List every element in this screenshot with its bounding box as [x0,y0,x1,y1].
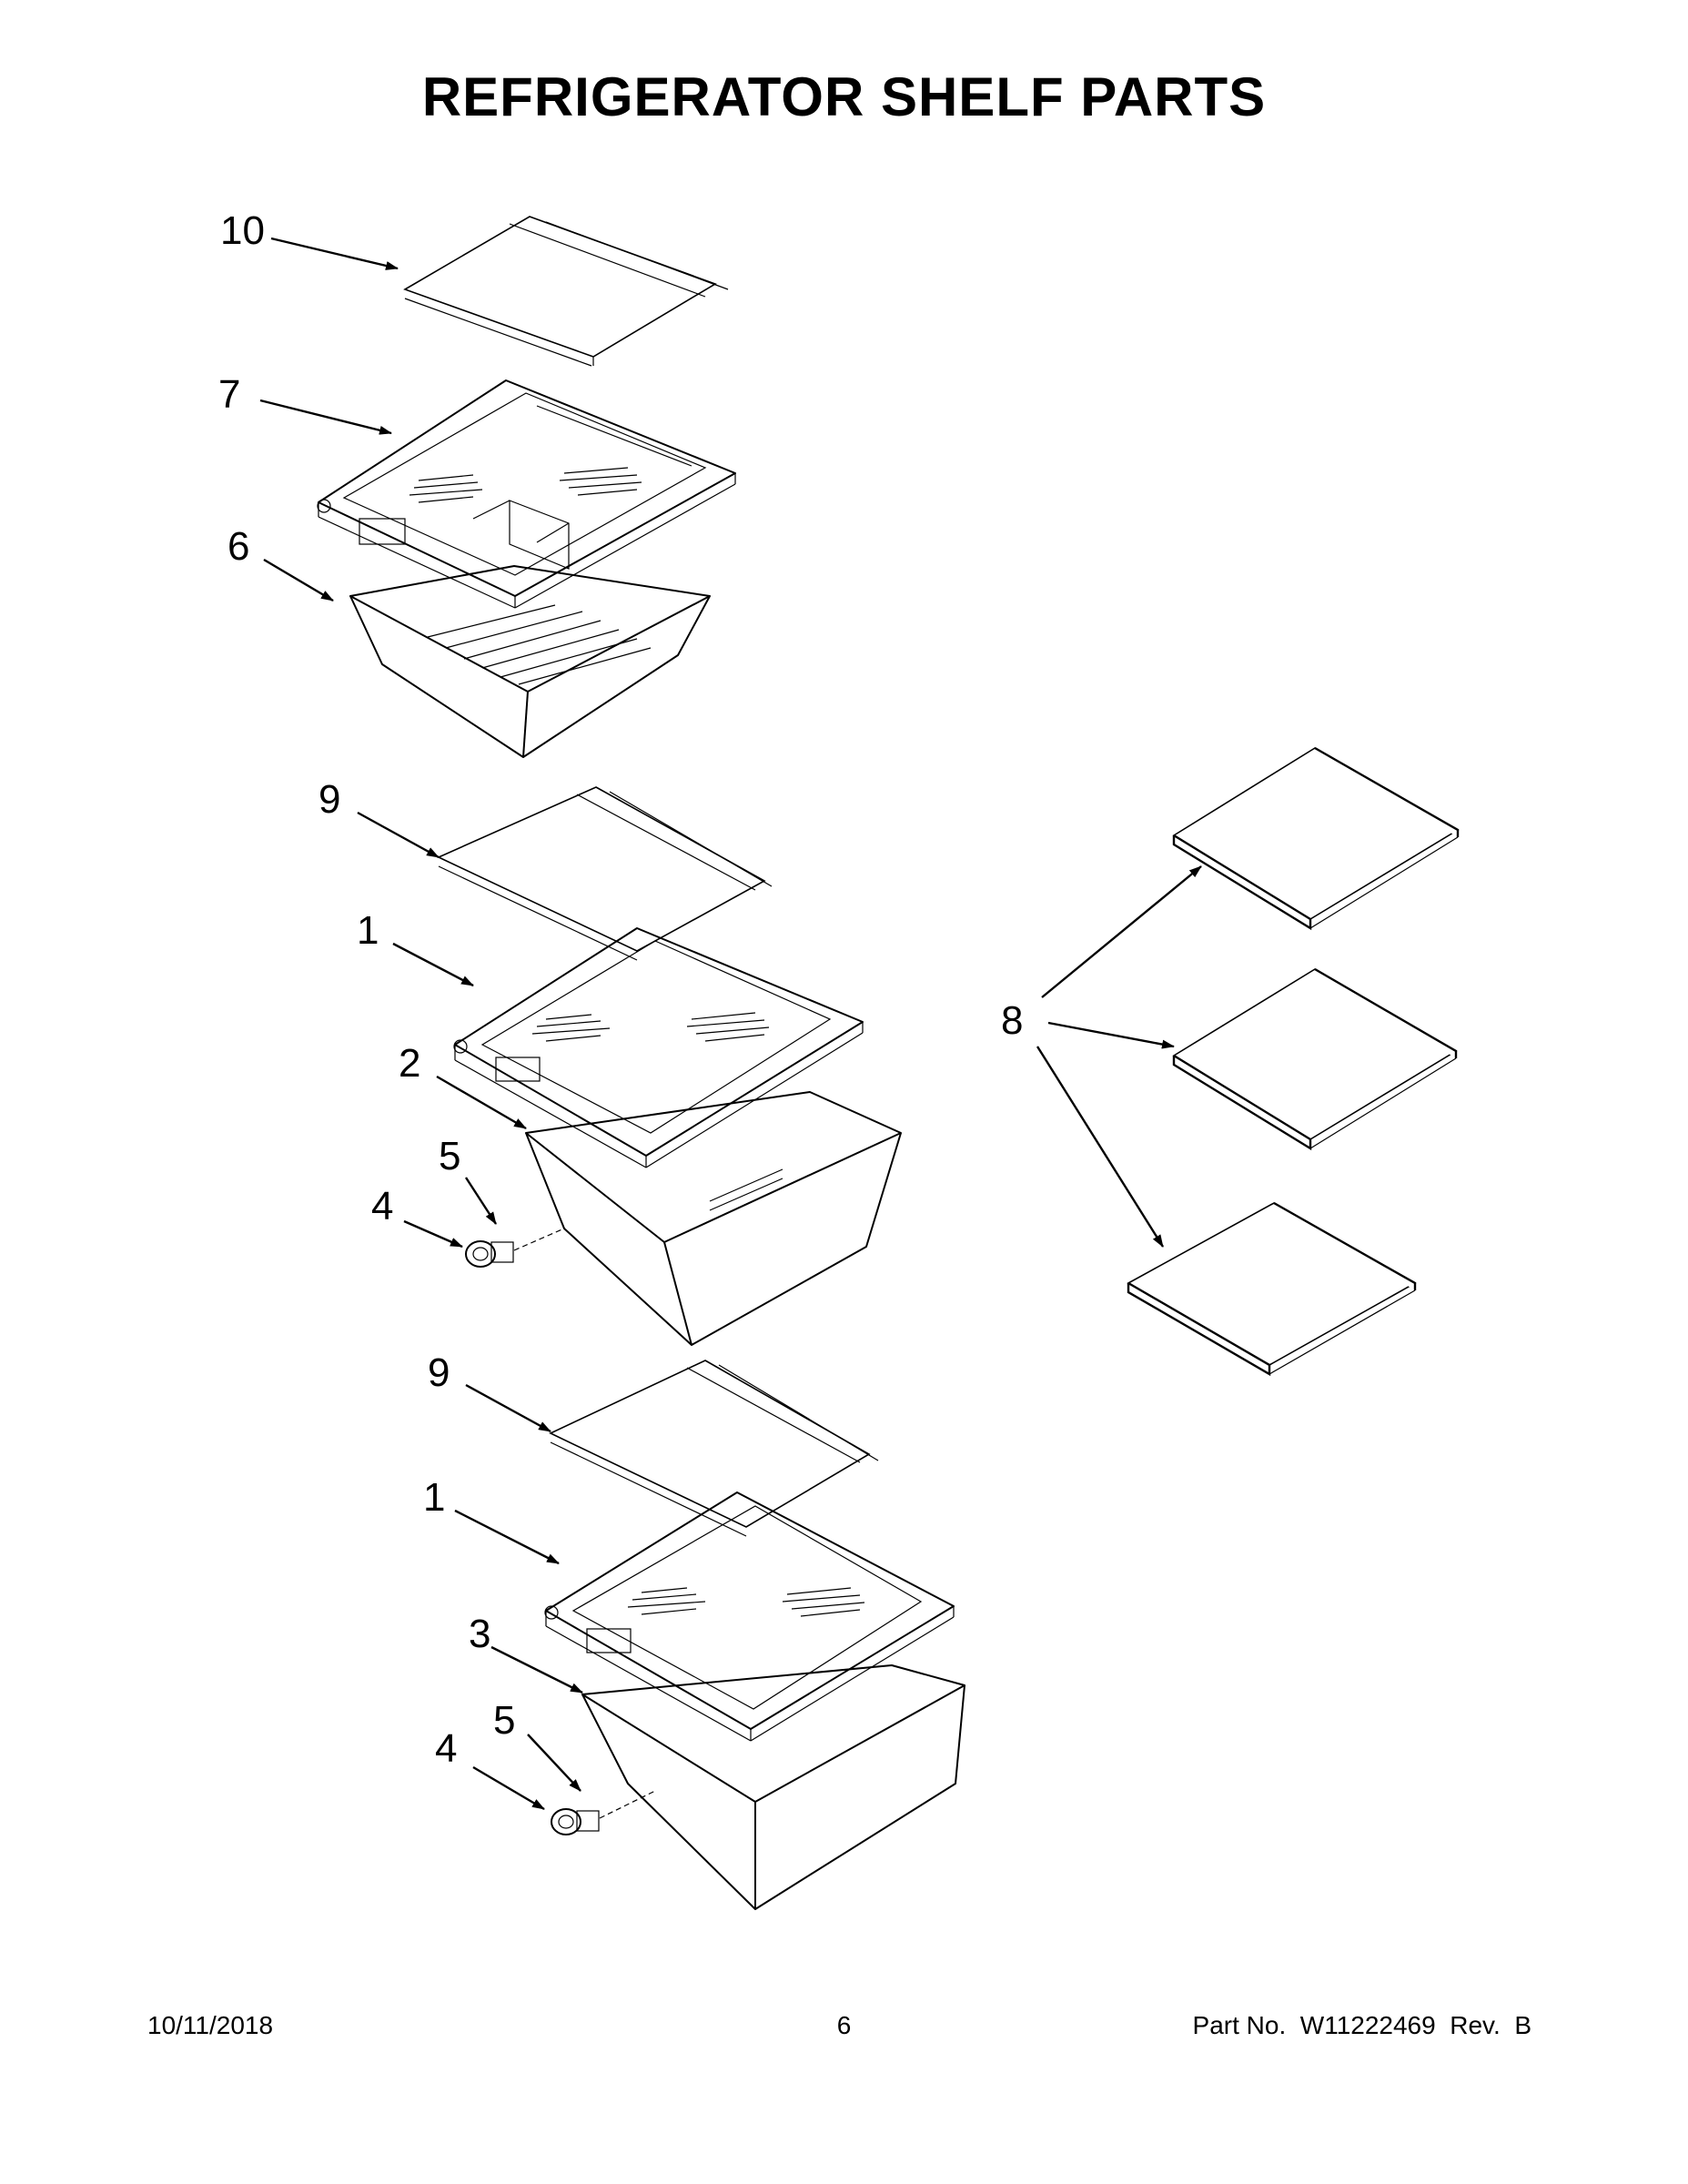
part-8-glass-shelf-1 [1172,746,1460,931]
part-1-crisper-cover-lower [544,1491,955,1742]
callout-9-upper: 9 [318,777,340,822]
callout-3: 3 [469,1612,490,1656]
part-3-crisper-drawer [581,1664,965,1910]
footer-date: 10/11/2018 [147,2011,274,2039]
callout-10: 10 [220,208,265,253]
part-8-glass-shelf-3 [1127,1201,1417,1377]
part-8-glass-shelf-2 [1172,967,1458,1151]
part-7-crisper-cover [317,379,736,609]
footer-page-number: 6 [836,2011,852,2039]
callout-1-upper: 1 [357,908,379,953]
part-4-5-knob-lower [551,1790,656,1835]
callout-arrows [259,237,1202,1811]
callout-7: 7 [218,372,240,417]
callout-1-lower: 1 [423,1475,445,1520]
part-2-crisper-drawer [525,1091,902,1346]
callout-6: 6 [227,524,249,569]
part-1-crisper-cover-upper [453,927,864,1168]
part-10-glass-shelf [403,216,729,367]
callout-9-lower: 9 [428,1350,450,1395]
page-title: REFRIGERATOR SHELF PARTS [421,66,1267,127]
footer-part-number: Part No. W11222469 Rev. B [1192,2011,1531,2039]
part-9-glass-shelf-upper [437,786,773,961]
callout-4-lower: 4 [435,1726,457,1771]
callout-5-lower: 5 [493,1698,515,1743]
callout-8: 8 [1001,998,1023,1043]
callout-2: 2 [399,1041,420,1086]
callout-labels: 10 7 6 9 1 2 5 4 9 1 3 5 4 8 [218,208,1023,1771]
part-9-glass-shelf-lower [549,1360,879,1537]
callout-4-upper: 4 [371,1184,393,1228]
part-6-crisper-drawer [349,565,711,758]
callout-5-upper: 5 [439,1134,460,1178]
part-4-5-knob-upper [465,1228,565,1268]
